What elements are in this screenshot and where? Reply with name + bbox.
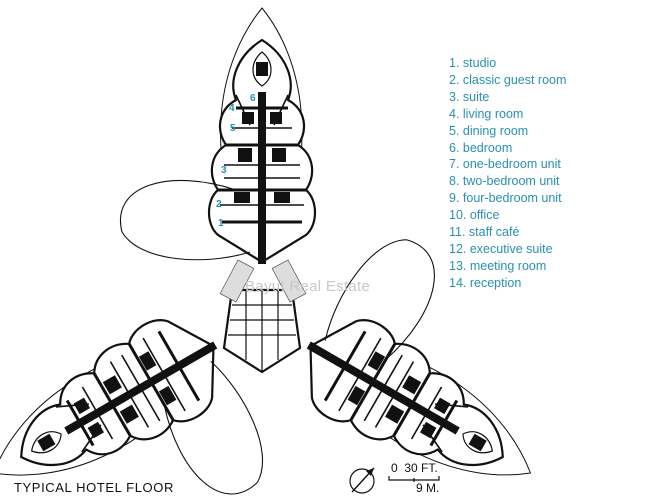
room-marker-4: 4	[229, 103, 235, 114]
legend-item: 3. suite	[449, 89, 490, 104]
legend-item: 5. dining room	[449, 123, 529, 138]
scale-feet-label: 0 30 FT.	[391, 461, 438, 475]
legend-item: 7. one-bedroom unit	[449, 157, 561, 172]
legend-item: 14. reception	[449, 275, 522, 290]
room-marker-6: 6	[250, 93, 256, 104]
legend-item: 6. bedroom	[449, 140, 513, 155]
scale-bar	[388, 476, 440, 482]
legend-item: 2. classic guest room	[449, 72, 567, 87]
room-legend: 1. studio 2. classic guest room 3. suite…	[449, 55, 566, 292]
room-marker-1: 1	[218, 218, 224, 229]
scale-meters-label: 9 M.	[416, 481, 440, 495]
legend-item: 9. four-bedroom unit	[449, 191, 562, 206]
north-arrow-icon	[349, 467, 375, 494]
plan-caption: TYPICAL HOTEL FLOOR	[14, 480, 174, 495]
legend-item: 4. living room	[449, 106, 524, 121]
room-marker-3: 3	[221, 165, 227, 176]
room-marker-5: 5	[230, 123, 236, 134]
legend-item: 12. executive suite	[449, 241, 553, 256]
legend-item: 10. office	[449, 208, 500, 223]
scale-feet: 30 FT.	[404, 461, 438, 475]
legend-item: 11. staff café	[449, 225, 520, 240]
scale-feet-zero: 0	[391, 461, 398, 475]
legend-item: 1. studio	[449, 56, 497, 70]
room-marker-2: 2	[216, 199, 222, 210]
watermark: Bayut Real Estate	[245, 278, 371, 295]
legend-item: 8. two-bedroom unit	[449, 174, 560, 189]
legend-item: 13. meeting room	[449, 258, 547, 273]
